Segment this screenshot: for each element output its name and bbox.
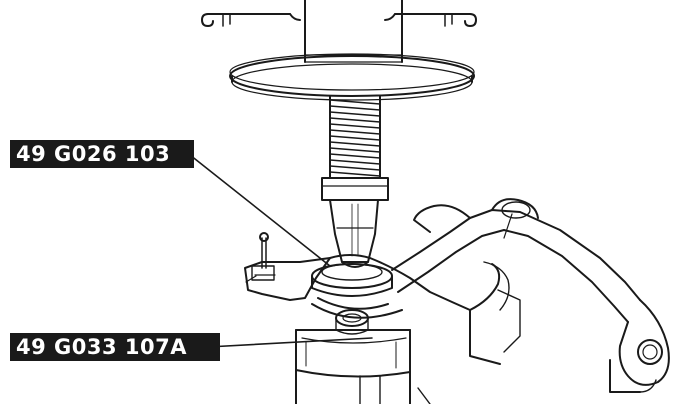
tool-number-label-1: 49 G026 103 (10, 140, 194, 168)
press-ram (304, 0, 403, 63)
support-cup-tool (295, 329, 411, 378)
wheel-bearing-ring (311, 263, 393, 297)
press-plate (229, 53, 475, 101)
threaded-screw (329, 95, 381, 179)
leader-lines (189, 154, 373, 348)
tool-number-label-2: 49 G033 107A (10, 333, 220, 361)
press-base (295, 369, 431, 404)
press-frame (201, 13, 477, 27)
steering-knuckle (244, 198, 670, 393)
press-adapter-tool (321, 177, 389, 268)
